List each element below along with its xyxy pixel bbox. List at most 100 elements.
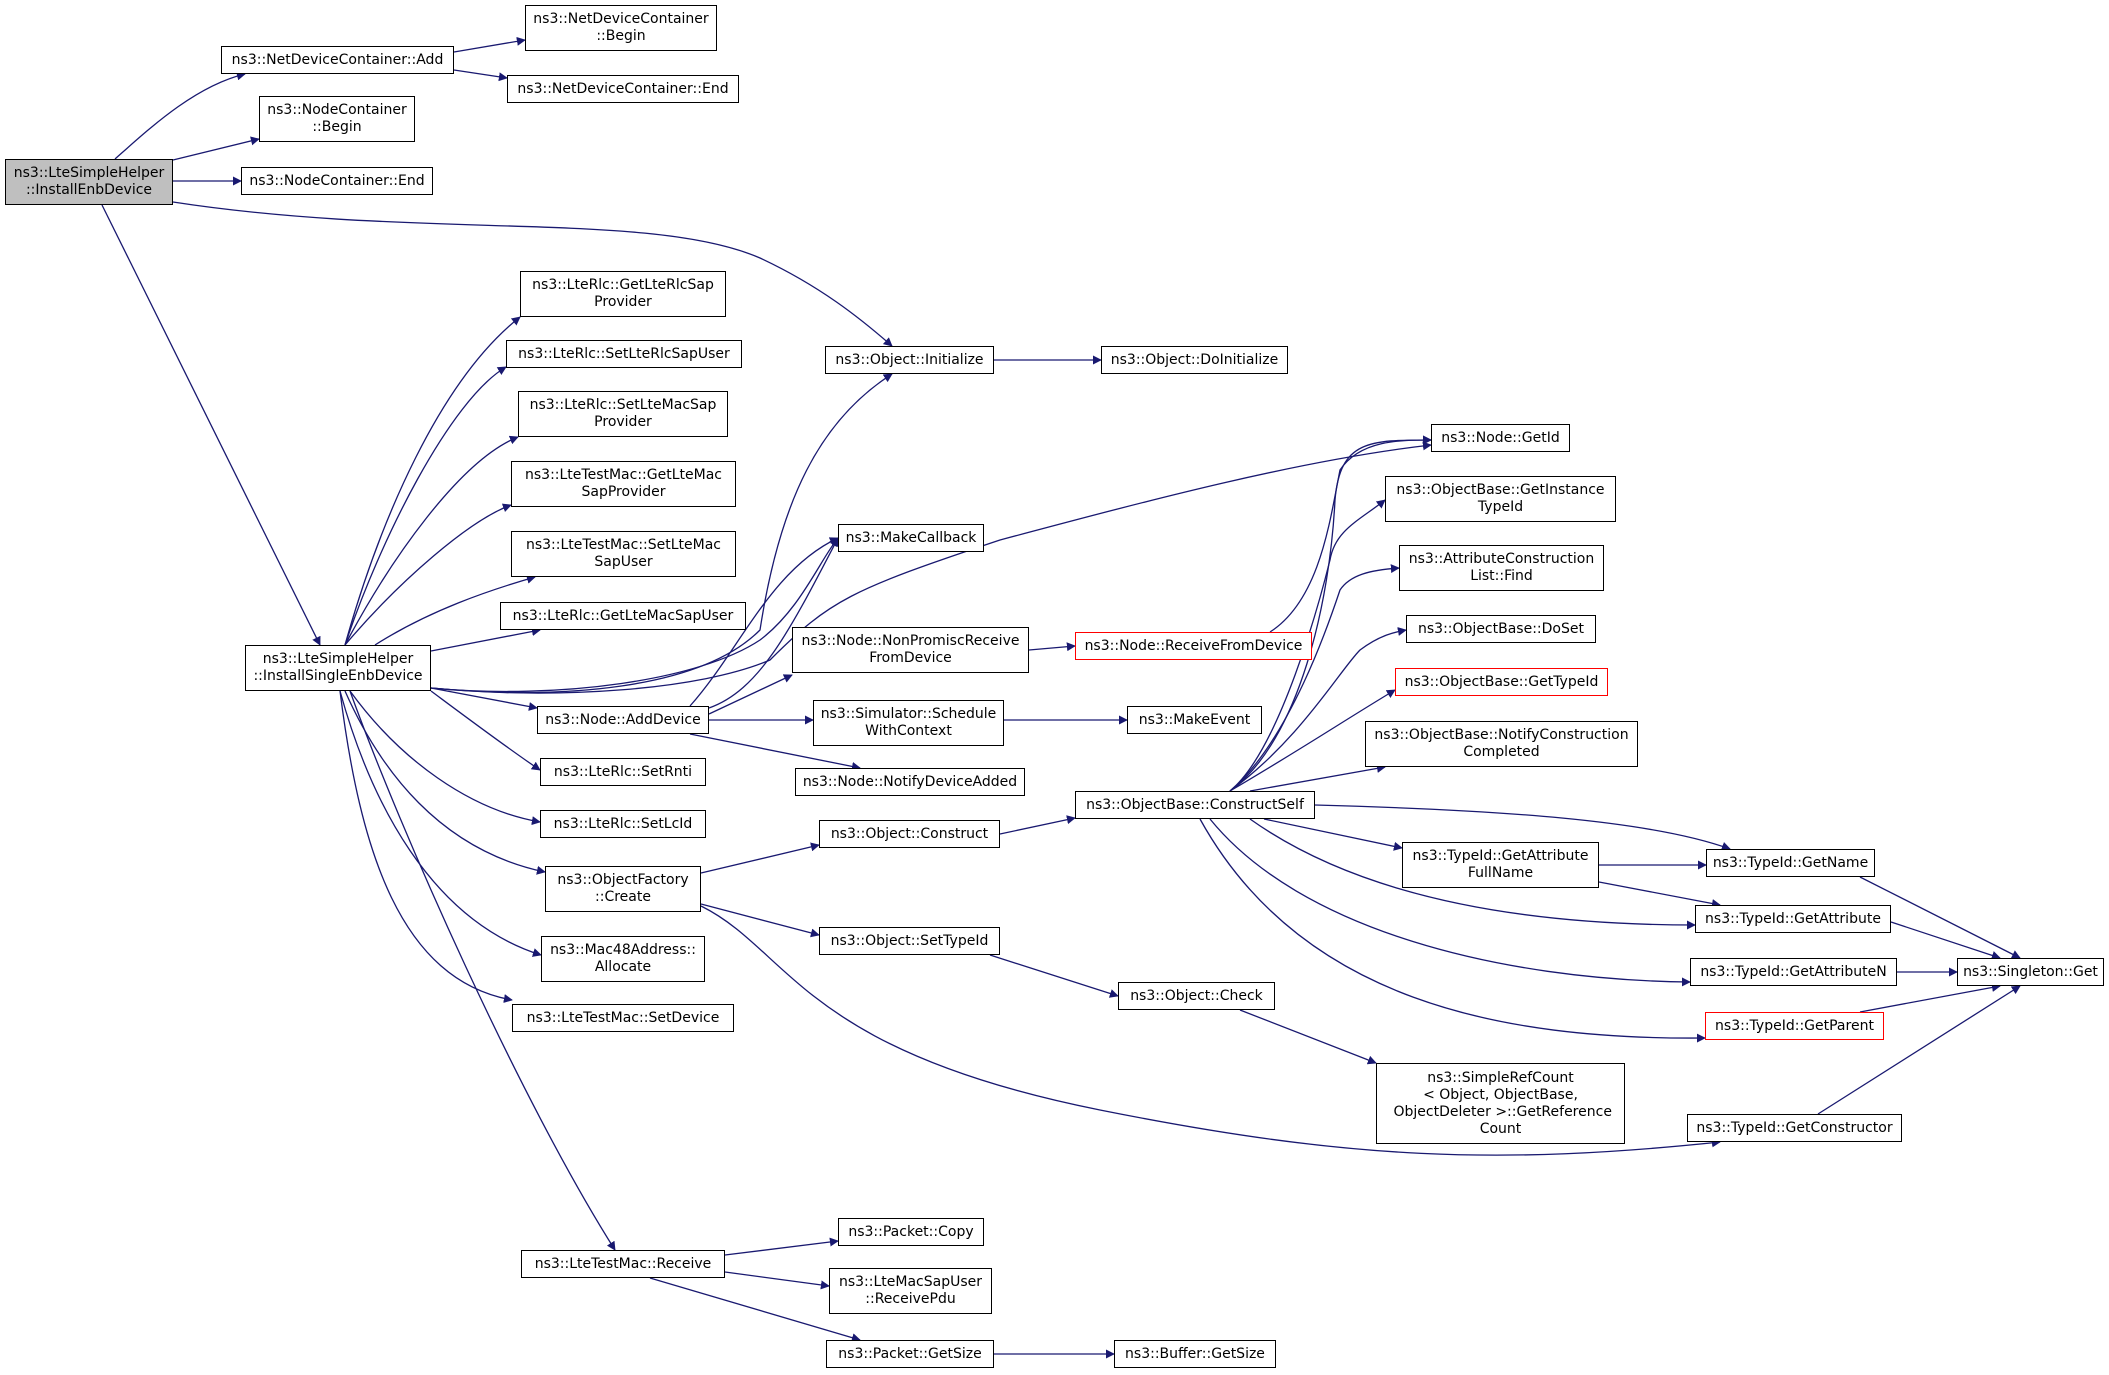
graph-node-n20[interactable]: ns3::LteTestMac::SetDevice: [512, 1004, 734, 1032]
graph-node-n49[interactable]: ns3::Buffer::GetSize: [1114, 1340, 1276, 1368]
node-label-line: ns3::NetDeviceContainer::End: [517, 80, 729, 97]
node-label-line: ns3::Object::Check: [1130, 987, 1263, 1004]
edge-n0-n1: [114, 71, 246, 160]
graph-node-n43[interactable]: ns3::TypeId::GetParent: [1705, 1012, 1884, 1040]
graph-node-n48[interactable]: ns3::Packet::GetSize: [826, 1340, 994, 1368]
edge-n8-n10: [344, 366, 507, 646]
graph-node-n46[interactable]: ns3::Packet::Copy: [838, 1218, 984, 1246]
edge-n44-n45: [1817, 985, 2021, 1115]
node-label-line: ns3::Object::SetTypeId: [830, 932, 989, 949]
graph-node-n40[interactable]: ns3::TypeId::GetName: [1706, 849, 1875, 877]
node-label-line: ::Begin: [596, 28, 646, 44]
graph-node-n37[interactable]: ns3::Object::Check: [1118, 982, 1275, 1010]
node-label-line: Provider: [594, 294, 652, 310]
graph-node-n17[interactable]: ns3::LteRlc::SetLcId: [540, 810, 706, 838]
graph-node-n28[interactable]: ns3::Node::GetId: [1431, 424, 1570, 452]
node-label-line: Count: [1479, 1120, 1522, 1137]
edge-n34-n28: [1229, 435, 1432, 792]
edge-n35-n34: [999, 815, 1076, 835]
edge-n8-n9: [344, 316, 521, 646]
graph-node-n6[interactable]: ns3::Object::Initialize: [825, 346, 994, 374]
graph-node-n25[interactable]: ns3::Node::NotifyDeviceAdded: [795, 768, 1025, 796]
node-label-line: ns3::LteTestMac::Receive: [534, 1255, 712, 1272]
graph-node-n32[interactable]: ns3::ObjectBase::GetTypeId: [1395, 668, 1608, 696]
node-label-line: < Object, ObjectBase,: [1423, 1086, 1578, 1103]
node-label-line: ns3::Node::AddDevice: [545, 711, 701, 728]
graph-node-n21[interactable]: ns3::LteTestMac::Receive: [521, 1250, 725, 1278]
graph-node-n31[interactable]: ns3::ObjectBase::DoSet: [1406, 615, 1596, 643]
graph-node-n36[interactable]: ns3::Object::SetTypeId: [819, 927, 1000, 955]
node-label-line: ::InstallSingleEnbDevice: [253, 668, 423, 684]
edge-n34-n29: [1229, 499, 1386, 792]
graph-node-n45[interactable]: ns3::Singleton::Get: [1957, 958, 2104, 986]
graph-node-n1[interactable]: ns3::NetDeviceContainer::Add: [221, 46, 454, 74]
edge-n8-n18: [344, 690, 546, 875]
node-label-line: ns3::LteRlc::SetLcId: [553, 815, 693, 832]
edge-n8-n17: [349, 690, 541, 826]
node-label-line: ns3::Object::Construct: [830, 825, 989, 842]
node-label-line: ns3::TypeId::GetName: [1712, 854, 1869, 871]
graph-node-n8[interactable]: ns3::LteSimpleHelper::InstallSingleEnbDe…: [245, 645, 431, 691]
edge-n8-n11: [344, 435, 519, 646]
graph-node-n10[interactable]: ns3::LteRlc::SetLteRlcSapUser: [506, 340, 742, 368]
graph-node-n47[interactable]: ns3::LteMacSapUser::ReceivePdu: [829, 1268, 992, 1314]
edge-n8-n15: [430, 687, 538, 711]
graph-node-n26[interactable]: ns3::Node::ReceiveFromDevice: [1075, 632, 1312, 660]
graph-node-n0[interactable]: ns3::LteSimpleHelper::InstallEnbDevice: [5, 159, 173, 205]
graph-node-n27[interactable]: ns3::MakeEvent: [1127, 706, 1262, 734]
edge-n15-n23: [708, 674, 793, 715]
graph-node-n42[interactable]: ns3::TypeId::GetAttributeN: [1690, 958, 1897, 986]
edge-n15-n22: [708, 537, 839, 709]
edge-n8-n21: [349, 690, 616, 1251]
graph-node-n22[interactable]: ns3::MakeCallback: [838, 524, 984, 552]
edge-n34-n39: [1263, 818, 1403, 851]
graph-node-n5[interactable]: ns3::NodeContainer::End: [241, 167, 433, 195]
graph-node-n4[interactable]: ns3::NodeContainer::Begin: [259, 96, 415, 142]
edge-n40-n45: [1859, 876, 2021, 959]
graph-node-n3[interactable]: ns3::NetDeviceContainer::End: [507, 75, 739, 103]
node-label-line: ns3::SimpleRefCount: [1427, 1069, 1574, 1086]
edge-n0-n6: [172, 201, 893, 347]
node-label-line: ns3::Object::DoInitialize: [1110, 351, 1279, 368]
edge-n8-n13: [374, 574, 536, 646]
node-label-line: WithContext: [865, 723, 952, 739]
edge-n21-n46: [724, 1237, 839, 1256]
edge-n18-n44: [700, 905, 1721, 1156]
graph-node-n35[interactable]: ns3::Object::Construct: [819, 820, 1000, 848]
node-label-line: ns3::LteTestMac::GetLteMac: [525, 467, 722, 483]
node-label-line: Provider: [594, 414, 652, 430]
graph-node-n2[interactable]: ns3::NetDeviceContainer::Begin: [525, 5, 717, 51]
edge-n8-n22: [430, 537, 839, 693]
node-label-line: FromDevice: [869, 650, 952, 666]
node-label-line: ns3::TypeId::GetAttribute: [1705, 910, 1881, 927]
node-label-line: ns3::Node::ReceiveFromDevice: [1084, 637, 1303, 654]
graph-node-n18[interactable]: ns3::ObjectFactory::Create: [545, 866, 701, 912]
graph-node-n16[interactable]: ns3::LteRlc::SetRnti: [540, 758, 706, 786]
node-label-line: ns3::LteMacSapUser: [838, 1274, 983, 1290]
graph-node-n15[interactable]: ns3::Node::AddDevice: [537, 706, 709, 734]
graph-node-n7[interactable]: ns3::Object::DoInitialize: [1101, 346, 1288, 374]
graph-node-n34[interactable]: ns3::ObjectBase::ConstructSelf: [1075, 791, 1315, 819]
node-label-line: ns3::NetDeviceContainer: [533, 11, 709, 27]
graph-node-n41[interactable]: ns3::TypeId::GetAttribute: [1695, 905, 1891, 933]
graph-node-n19[interactable]: ns3::Mac48Address::Allocate: [541, 936, 705, 982]
edge-n41-n45: [1890, 921, 2001, 960]
node-label-line: Completed: [1463, 744, 1540, 760]
edge-n21-n47: [724, 1271, 830, 1290]
node-label-line: ns3::LteRlc::GetLteRlcSap: [532, 277, 714, 293]
node-label-line: ns3::Mac48Address::: [550, 942, 696, 958]
graph-node-n44[interactable]: ns3::TypeId::GetConstructor: [1687, 1114, 1902, 1142]
graph-node-n14[interactable]: ns3::LteRlc::GetLteMacSapUser: [500, 602, 746, 630]
node-label-line: ns3::NodeContainer: [267, 102, 407, 118]
graph-node-n38[interactable]: ns3::SimpleRefCount< Object, ObjectBase,…: [1376, 1063, 1625, 1144]
